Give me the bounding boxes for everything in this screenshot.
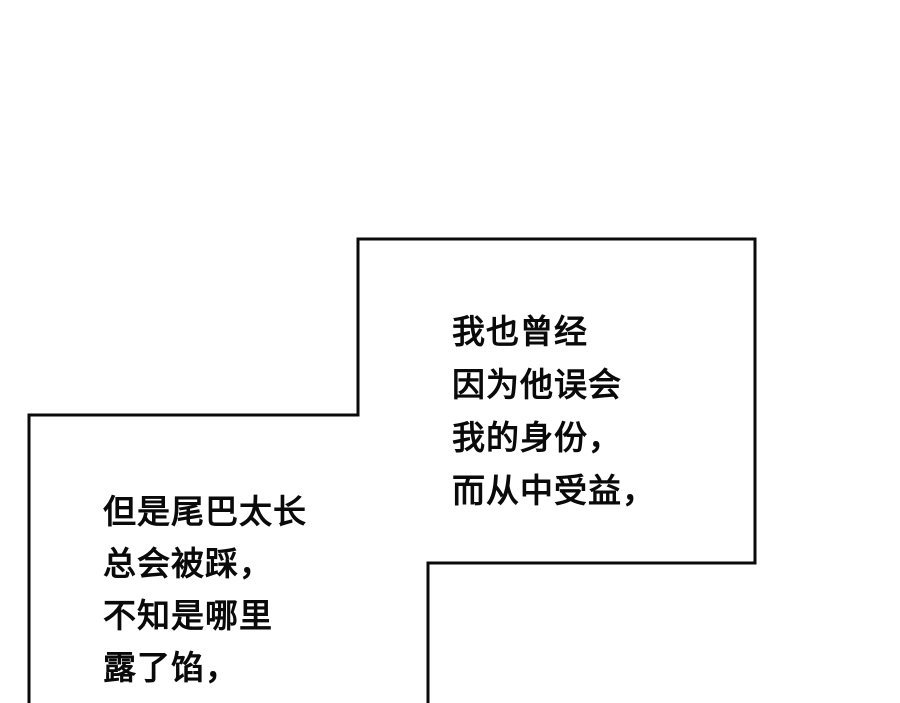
caption-line: 而从中受益， bbox=[452, 471, 656, 510]
narration-caption-left: 但是尾巴太长 总会被踩， 不知是哪里 露了馅， bbox=[103, 486, 307, 694]
caption-line: 露了馅， bbox=[103, 648, 239, 687]
caption-line: 我的身份， bbox=[452, 418, 622, 457]
caption-line: 但是尾巴太长 bbox=[103, 492, 307, 531]
caption-line: 因为他误会 bbox=[452, 365, 622, 404]
narration-caption-right: 我也曾经 因为他误会 我的身份， 而从中受益， bbox=[452, 305, 656, 517]
caption-line: 我也曾经 bbox=[452, 312, 588, 351]
left-panel-border bbox=[27, 237, 757, 703]
caption-line: 不知是哪里 bbox=[103, 596, 273, 635]
caption-line: 总会被踩， bbox=[103, 544, 273, 583]
